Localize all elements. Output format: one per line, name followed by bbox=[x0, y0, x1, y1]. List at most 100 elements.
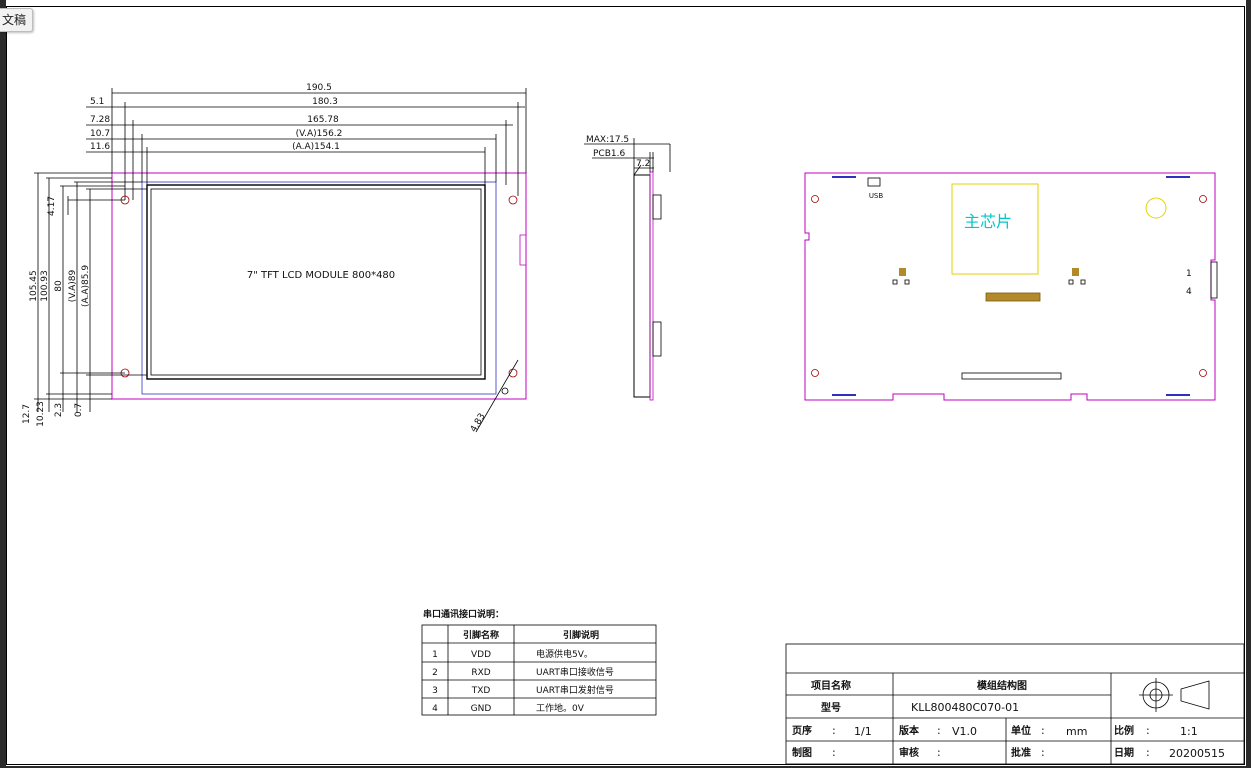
dim-10-23: 10.23 bbox=[36, 401, 46, 427]
front-pcb-outline bbox=[111, 172, 527, 400]
dim-165-78: 165.78 bbox=[307, 115, 339, 125]
project-label: 项目名称 bbox=[811, 679, 851, 692]
projection-symbol bbox=[1180, 680, 1210, 710]
side-gap-label: 7.2 bbox=[636, 159, 650, 169]
back-led-right bbox=[1072, 268, 1079, 276]
document-tab-label: 文稿 bbox=[2, 13, 27, 27]
hole-dim-leader bbox=[475, 359, 519, 433]
back-led-left bbox=[899, 268, 906, 276]
pin-row-3-no: 3 bbox=[432, 686, 438, 696]
date-value: 20200515 bbox=[1169, 747, 1225, 760]
approve-label: 批准 bbox=[1011, 746, 1031, 759]
dim-4-83: 4.83 bbox=[469, 412, 488, 434]
dim-80: 80 bbox=[54, 280, 64, 292]
pin-header-desc: 引脚说明 bbox=[563, 629, 599, 641]
main-chip-outline bbox=[951, 183, 1039, 275]
side-pcb bbox=[649, 171, 654, 401]
usb-label: USB bbox=[869, 192, 884, 200]
title-block-border bbox=[785, 643, 1245, 765]
page-label: 页序 bbox=[792, 724, 812, 737]
pin-table bbox=[421, 624, 657, 716]
title-block bbox=[785, 643, 1245, 765]
side-max-label: MAX:17.5 bbox=[586, 135, 629, 145]
front-vA-outline bbox=[141, 181, 497, 395]
pin-row-4-desc: 工作地。0V bbox=[536, 702, 585, 714]
dim-12-7: 12.7 bbox=[22, 404, 32, 424]
unit-value: mm bbox=[1066, 725, 1087, 738]
sheet-border bbox=[6, 6, 1245, 765]
pin-row-1-no: 1 bbox=[432, 650, 438, 660]
dim-aa-85-9: (A.A)85.9 bbox=[81, 265, 91, 307]
connector-pin-1: 1 bbox=[1186, 269, 1192, 279]
pin-row-1-name: VDD bbox=[471, 650, 491, 660]
colon: : bbox=[937, 724, 941, 737]
lcd-outline bbox=[146, 184, 486, 380]
pin-row-2-no: 2 bbox=[432, 668, 438, 678]
drawn-label: 制图 bbox=[792, 746, 812, 759]
back-hole-tl bbox=[811, 195, 819, 203]
dim-7-28: 7.28 bbox=[90, 115, 110, 125]
scale-label: 比例 bbox=[1114, 724, 1134, 737]
pin-table-title: 串口通讯接口说明： bbox=[423, 608, 504, 620]
usb-port bbox=[867, 177, 881, 187]
side-body bbox=[633, 174, 651, 398]
pin-row-4-no: 4 bbox=[432, 704, 438, 714]
pin-row-2-name: RXD bbox=[471, 668, 490, 678]
front-dim-labels: 190.5 180.3 165.78 (V.A)156.2 (A.A)154.1… bbox=[22, 83, 488, 434]
date-label: 日期 bbox=[1114, 746, 1134, 759]
dim-180-3: 180.3 bbox=[312, 97, 338, 107]
cad-drawing: 190.5 180.3 165.78 (V.A)156.2 (A.A)154.1… bbox=[6, 6, 1245, 765]
dim-4-17: 4.17 bbox=[47, 196, 57, 216]
dim-0-7: 0.7 bbox=[74, 403, 84, 417]
mount-hole-tr bbox=[508, 195, 518, 205]
pin-row-2-desc: UART串口接收信号 bbox=[536, 666, 614, 678]
colon: : bbox=[832, 724, 836, 737]
front-notch bbox=[519, 234, 526, 266]
module-label: 7" TFT LCD MODULE 800*480 bbox=[247, 270, 395, 281]
pin-row-3-desc: UART串口发射信号 bbox=[536, 684, 614, 696]
colon: : bbox=[832, 746, 836, 759]
colon: : bbox=[937, 746, 941, 759]
dim-5-1: 5.1 bbox=[90, 97, 104, 107]
side-pcb-label: PCB1.6 bbox=[593, 149, 625, 159]
front-view bbox=[34, 88, 527, 433]
back-fpc-connector bbox=[985, 292, 1041, 302]
model-value: KLL800480C070-01 bbox=[911, 701, 1019, 714]
dim-11-6: 11.6 bbox=[90, 142, 110, 152]
back-hole-br bbox=[1199, 369, 1207, 377]
side-connector-top bbox=[652, 194, 662, 220]
connector-pin-4: 4 bbox=[1186, 287, 1192, 297]
back-buzzer bbox=[1145, 197, 1167, 219]
back-fpc-slot bbox=[961, 372, 1062, 380]
pin-row-4-name: GND bbox=[471, 704, 492, 714]
back-labels: USB 主芯片 1 4 bbox=[869, 192, 1192, 297]
version-value: V1.0 bbox=[952, 725, 977, 738]
colon: : bbox=[1041, 724, 1045, 737]
check-label: 审核 bbox=[899, 746, 919, 759]
side-labels: MAX:17.5 PCB1.6 7.2 bbox=[586, 135, 650, 169]
pin-table-border bbox=[421, 624, 657, 716]
drawing-sheet: 190.5 180.3 165.78 (V.A)156.2 (A.A)154.1… bbox=[6, 0, 1246, 766]
dim-aa-154-1: (A.A)154.1 bbox=[292, 142, 340, 152]
side-connector-bottom bbox=[652, 321, 662, 357]
dim-2-3: 2.3 bbox=[54, 403, 64, 417]
side-view bbox=[584, 138, 671, 401]
dim-105-45: 105.45 bbox=[29, 270, 39, 302]
colon: : bbox=[1146, 724, 1150, 737]
scale-value: 1:1 bbox=[1180, 725, 1198, 738]
back-hole-tr bbox=[1199, 195, 1207, 203]
back-hole-bl bbox=[811, 369, 819, 377]
pin-header-name: 引脚名称 bbox=[463, 629, 499, 641]
title-block-text: 项目名称 模组结构图 型号 KLL800480C070-01 页序 : 1/1 … bbox=[792, 679, 1225, 760]
main-chip-label: 主芯片 bbox=[964, 212, 1012, 231]
pin-row-1-desc: 电源供电5V。 bbox=[536, 648, 593, 660]
dim-190-5: 190.5 bbox=[306, 83, 332, 93]
dim-va-89: (V.A)89 bbox=[68, 269, 78, 302]
project-value: 模组结构图 bbox=[977, 679, 1027, 692]
model-label: 型号 bbox=[821, 701, 841, 714]
hole-dim-marker bbox=[501, 387, 509, 395]
pin-table-text: 串口通讯接口说明： 引脚名称 引脚说明 1 VDD 电源供电5V。 2 RXD … bbox=[423, 608, 614, 714]
document-tab[interactable]: 文稿 bbox=[0, 8, 34, 32]
dim-va-156-2: (V.A)156.2 bbox=[296, 129, 343, 139]
pin-row-3-name: TXD bbox=[471, 686, 491, 696]
